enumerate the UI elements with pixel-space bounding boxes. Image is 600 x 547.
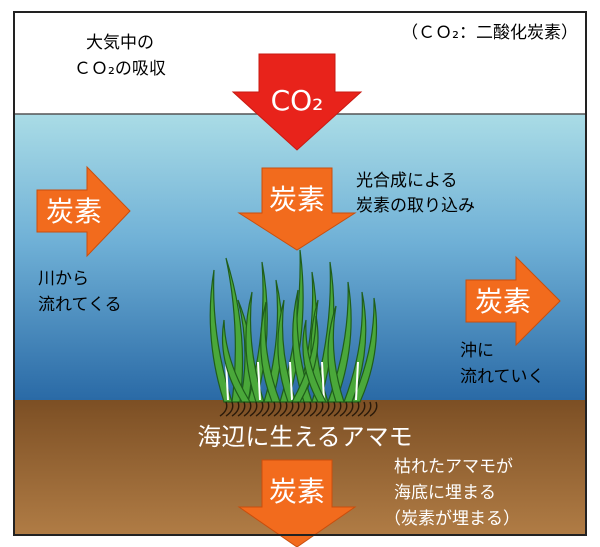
seagrass-stem-highlight	[257, 361, 261, 401]
river-inflow-arrow	[36, 165, 131, 258]
diagram-border	[13, 11, 587, 536]
burial-label-line3: （炭素が埋まる）	[384, 509, 520, 529]
seagrass-root	[357, 401, 366, 417]
photosynthesis-label-line1: 光合成による	[356, 171, 458, 191]
seagrass-stem-highlight	[321, 361, 325, 401]
atmosphere-label-line1: 大気中の	[86, 33, 154, 53]
seagrass-root	[315, 401, 324, 417]
seagrass-root	[309, 401, 318, 417]
seagrass-blade	[225, 257, 244, 403]
seagrass-root	[267, 401, 276, 417]
seagrass-root	[261, 401, 270, 417]
seagrass-root	[363, 401, 372, 417]
seagrass-blade	[277, 299, 297, 403]
seagrass-stem-highlight	[355, 361, 359, 401]
photosynthesis-arrow-label: 炭素	[269, 183, 325, 216]
seagrass-blade	[290, 315, 319, 403]
seagrass-root	[231, 401, 240, 417]
co2-absorption-arrow	[231, 53, 363, 151]
photosynthesis-arrow	[237, 167, 357, 251]
seagrass-root	[255, 401, 264, 417]
seagrass-root	[333, 401, 342, 417]
seagrass-label: 海辺に生えるアマモ	[197, 423, 412, 451]
seagrass-root	[297, 401, 306, 417]
offshore-arrow-label: 炭素	[475, 285, 531, 318]
seagrass-root	[219, 401, 228, 417]
burial-label-line1: 枯れたアマモが	[394, 457, 513, 477]
offshore-outflow-arrow	[465, 255, 561, 347]
seagrass-root	[327, 401, 336, 417]
seagrass-root	[285, 401, 294, 417]
seagrass-root	[225, 401, 234, 417]
seagrass-blade	[343, 291, 367, 403]
burial-arrow-label: 炭素	[269, 475, 325, 508]
burial-arrow	[237, 459, 357, 547]
seagrass-blade	[327, 305, 345, 403]
seagrass-blade	[260, 301, 281, 403]
seagrass-root	[345, 401, 354, 417]
seagrass-blade	[327, 281, 352, 403]
seagrass-root	[273, 401, 282, 417]
offshore-label-line2: 流れていく	[460, 367, 545, 387]
offshore-label-line1: 沖に	[460, 341, 494, 361]
co2-arrow-label: CO₂	[271, 84, 324, 117]
co2-note: （ＣＯ₂：二酸化炭素）	[401, 23, 578, 43]
seagrass-root	[243, 401, 252, 417]
burial-label-line2: 海底に埋まる	[394, 483, 496, 503]
river-label-line1: 川から	[38, 269, 89, 289]
river-label-line2: 流れてくる	[38, 295, 122, 315]
seagrass-root	[237, 401, 246, 417]
seagrass-illustration	[209, 249, 378, 417]
seagrass-root	[369, 401, 378, 417]
atmosphere-label-line2: ＣＯ₂の吸収	[74, 59, 166, 79]
seagrass-root	[291, 401, 300, 417]
seagrass-root	[321, 401, 330, 417]
seagrass-blade	[221, 319, 252, 403]
seagrass-root	[249, 401, 258, 417]
seagrass-blade	[351, 297, 378, 403]
seagrass-root	[351, 401, 360, 417]
seagrass-blade	[263, 279, 283, 403]
seagrass-blade	[302, 319, 328, 403]
seagrass-root	[279, 401, 288, 417]
river-arrow-label: 炭素	[46, 195, 102, 228]
seagrass-blade	[209, 269, 233, 403]
seagrass-stem-highlight	[289, 361, 293, 401]
seagrass-root	[339, 401, 348, 417]
seagrass-root	[303, 401, 312, 417]
seagrass-blade	[245, 291, 265, 403]
photosynthesis-label-line2: 炭素の取り込み	[356, 196, 475, 216]
